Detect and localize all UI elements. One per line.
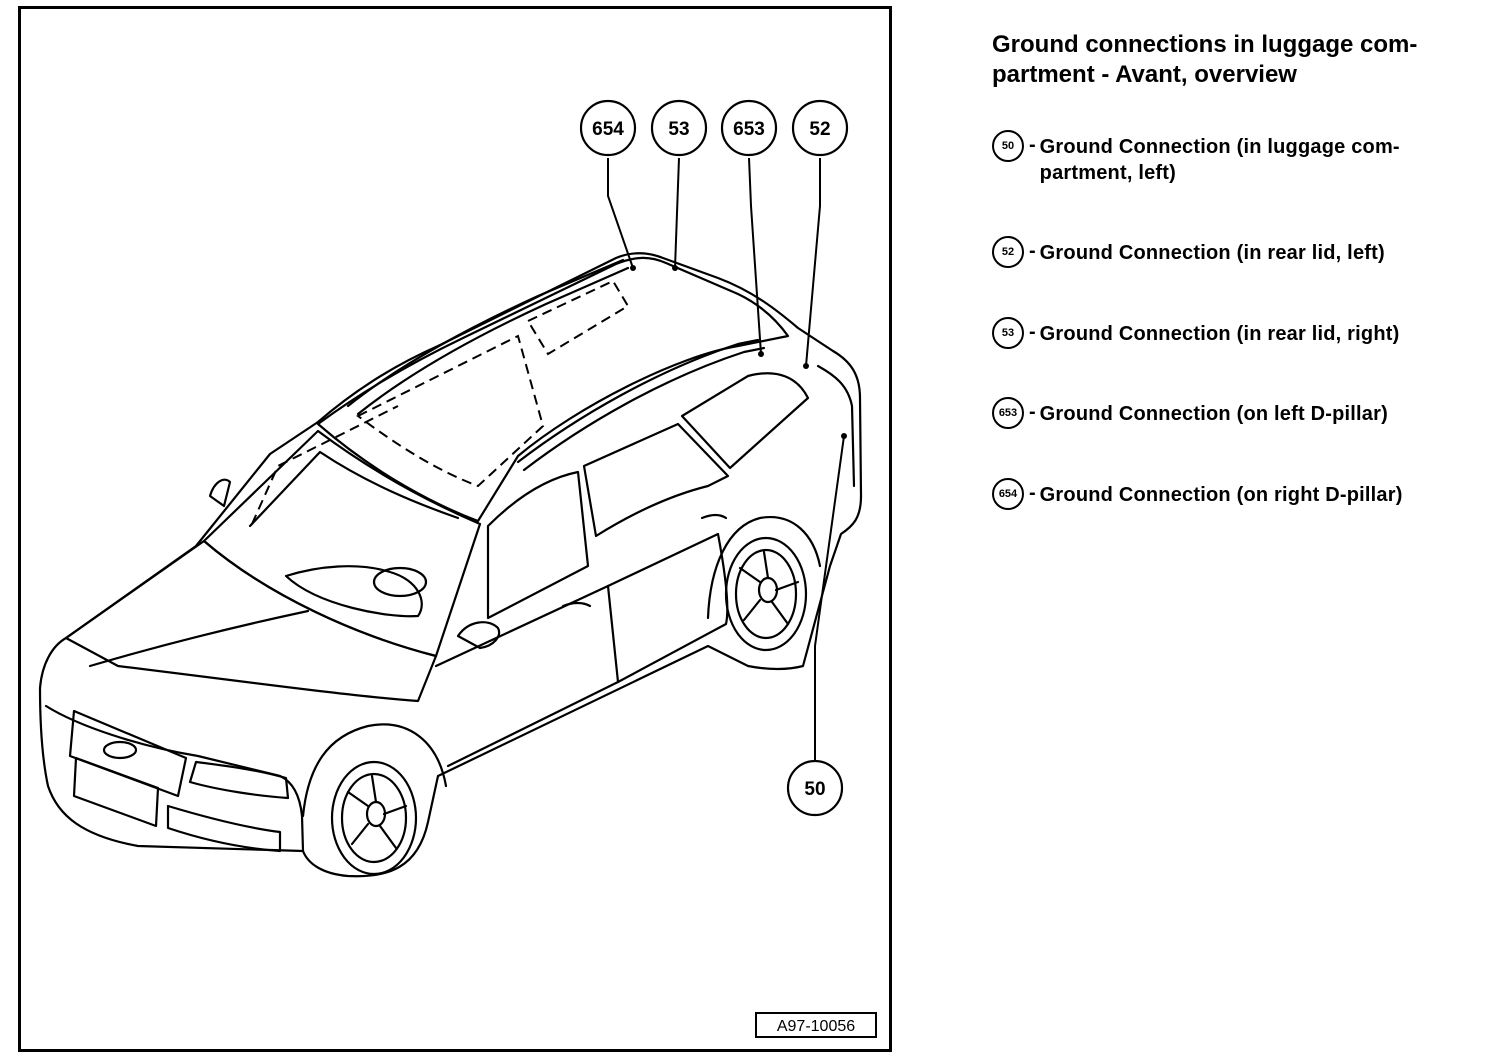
front-wheel-hub — [365, 800, 387, 828]
callout-label-53: 53 — [668, 119, 689, 140]
legend-text-53: Ground Connection (in rear lid, right) — [1039, 323, 1400, 345]
callout-52: 52 — [791, 99, 849, 157]
car-outline — [38, 252, 863, 878]
figure-frame — [18, 6, 892, 1052]
badge-654: 654 — [992, 478, 1024, 510]
legend-text-653: Ground Connection (on left D-pillar) — [1039, 403, 1388, 425]
legend-item-50: 50 - Ground Connection (in luggage com- … — [992, 130, 1492, 186]
badge-653: 653 — [992, 397, 1024, 429]
dot-654 — [630, 265, 636, 271]
hood — [64, 539, 438, 703]
legend-title-line2: partment - Avant, overview — [992, 61, 1297, 88]
sunroof-rear — [526, 279, 630, 356]
steering-wheel — [372, 566, 428, 598]
leader-dots — [630, 265, 847, 439]
leader-654 — [607, 158, 634, 269]
leader-lines — [607, 157, 845, 764]
fog-light — [166, 804, 282, 853]
leader-53 — [674, 157, 680, 269]
headlight — [188, 760, 290, 800]
legend-text-50: Ground Connection (in luggage com- partm… — [1040, 134, 1400, 186]
callout-53: 53 — [650, 99, 708, 157]
rear-door-window — [582, 422, 730, 538]
front-door-window — [486, 470, 590, 620]
legend-dash: - — [1029, 240, 1036, 262]
roof-rail-left-inner — [356, 266, 630, 416]
sunroof-dash-line — [251, 405, 399, 525]
rear-wheel-spokes — [738, 550, 800, 626]
legend-dash: - — [1029, 482, 1036, 504]
front-wheel-rim — [340, 772, 408, 864]
legend-item-653: 653 - Ground Connection (on left D-pilla… — [992, 397, 1492, 429]
body-outline — [38, 252, 863, 878]
dot-50 — [841, 433, 847, 439]
sunroof-front — [356, 334, 545, 488]
front-bumper-line — [44, 704, 305, 853]
car-diagram: 654 53 653 52 50 A97-10056 — [18, 6, 892, 1052]
rear-wheel-outer — [724, 536, 808, 652]
legend-text-52: Ground Connection (in rear lid, left) — [1039, 242, 1385, 264]
dot-52 — [803, 363, 809, 369]
callout-label-52: 52 — [809, 119, 830, 140]
sunroof-dashed — [251, 279, 630, 525]
callout-label-654: 654 — [592, 119, 624, 140]
legend-dash: - — [1029, 321, 1036, 343]
license-plate — [72, 756, 160, 828]
legend-text-50-line2: partment, left) — [1039, 162, 1177, 184]
badge-50: 50 — [992, 130, 1024, 162]
figure-panel: 654 53 653 52 50 A97-10056 — [18, 6, 892, 1052]
rear-door-handle — [700, 513, 728, 520]
windshield-inner — [248, 450, 460, 528]
front-wheel-arch — [301, 723, 448, 818]
front-wheel-outer — [330, 760, 418, 876]
callout-654: 654 — [579, 99, 637, 157]
callout-50: 50 — [786, 759, 844, 817]
logo-ring-1 — [102, 740, 138, 760]
dot-653 — [758, 351, 764, 357]
rear-wheel-hub — [757, 576, 779, 604]
roof-rail-left — [346, 258, 625, 408]
front-wheel-spokes — [346, 774, 408, 850]
figure-id-box: A97-10056 — [755, 1012, 877, 1038]
badge-52: 52 — [992, 236, 1024, 268]
legend-dash: - — [1029, 401, 1036, 423]
legend-item-654: 654 - Ground Connection (on right D-pill… — [992, 478, 1492, 510]
rear-quarter-window — [680, 372, 810, 470]
front-door — [434, 584, 620, 768]
leader-50 — [814, 435, 845, 764]
legend-panel: Ground connections in luggage com- partm… — [992, 30, 1492, 510]
rear-wheel-arch — [706, 515, 822, 620]
legend-item-52: 52 - Ground Connection (in rear lid, lef… — [992, 236, 1492, 268]
hood-crease — [88, 609, 310, 668]
rear-edge — [816, 364, 856, 488]
legend-item-53: 53 - Ground Connection (in rear lid, rig… — [992, 317, 1492, 349]
dashboard — [284, 565, 423, 618]
legend-text-654: Ground Connection (on right D-pillar) — [1039, 484, 1403, 506]
callout-label-50: 50 — [804, 779, 825, 800]
callout-653: 653 — [720, 99, 778, 157]
legend-title-line1: Ground connections in luggage com- — [992, 31, 1418, 58]
leader-52 — [805, 158, 821, 367]
roof-panel — [316, 256, 790, 523]
legend-text-50-line1: Ground Connection (in luggage com- — [1039, 136, 1400, 158]
grille — [68, 709, 188, 798]
side-mirror — [456, 621, 501, 650]
legend-dash: - — [1029, 134, 1036, 156]
dot-53 — [672, 265, 678, 271]
badge-53: 53 — [992, 317, 1024, 349]
roof-rail-right — [516, 338, 760, 464]
rear-wheel-rim — [734, 548, 798, 640]
far-mirror — [208, 478, 232, 508]
front-door-handle — [561, 601, 592, 608]
leader-653 — [748, 157, 762, 355]
roof-rail-right-inner — [522, 346, 766, 472]
figure-id: A97-10056 — [777, 1018, 855, 1035]
callout-label-653: 653 — [733, 119, 765, 140]
